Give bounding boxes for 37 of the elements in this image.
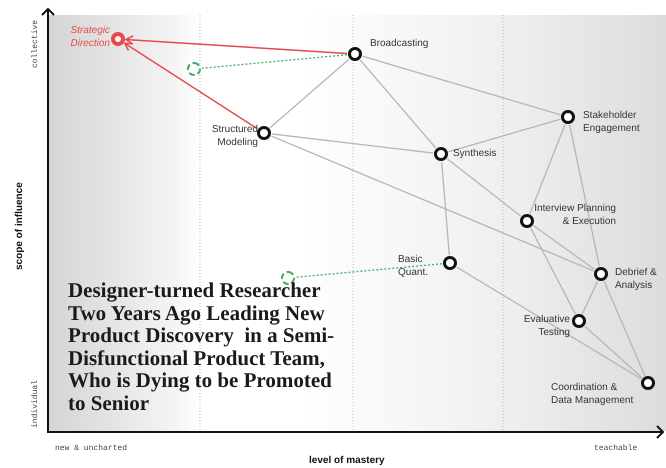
connector-line: [446, 158, 522, 217]
node-label: Coordination & Data Management: [551, 381, 634, 407]
connector-line: [362, 56, 561, 116]
connector-line: [360, 60, 436, 148]
connector-line: [271, 136, 594, 272]
node-label: Strategic Direction: [70, 24, 110, 50]
node-label: Interview Planning & Execution: [533, 202, 616, 228]
connector-line: [202, 54, 348, 69]
axis-end-label: new & uncharted: [55, 443, 128, 455]
connector-line: [584, 326, 642, 378]
connector-line: [569, 124, 600, 266]
node-label: Debrief & Analysis: [615, 266, 658, 292]
connector-line: [529, 124, 566, 214]
axis-end-label: individual: [30, 380, 41, 428]
connector-line: [604, 281, 646, 376]
axis-end-label: teachable: [594, 443, 638, 455]
connector-line: [296, 263, 442, 278]
node-label: Broadcasting: [370, 37, 430, 50]
connector-line: [448, 118, 560, 152]
arrow: [124, 42, 258, 130]
connector-line: [456, 266, 642, 380]
connector-line: [272, 133, 434, 154]
axis-title: level of mastery: [309, 454, 385, 468]
node-label: Synthesis: [453, 147, 498, 160]
connector-line: [441, 162, 450, 256]
arrow: [125, 35, 348, 54]
node-label: Stakeholder Engagement: [583, 109, 641, 135]
connector-line: [530, 228, 576, 314]
connector-line: [533, 225, 595, 270]
persona-description: Designer-turned Researcher Two Years Ago Leading New Product Discovery in a Semi-Disfunctional Product Team, Who is Dying to be Promoted to Senior: [68, 279, 336, 414]
connector-line: [270, 58, 350, 128]
node-label: Evaluative Testing: [522, 313, 570, 339]
node-label: Basic Quant.: [398, 253, 430, 279]
axis-title: scope of influence: [13, 182, 26, 270]
node-label: Structured Modeling: [210, 123, 258, 149]
connector-line: [582, 280, 598, 314]
axis-end-label: collective: [30, 20, 41, 68]
